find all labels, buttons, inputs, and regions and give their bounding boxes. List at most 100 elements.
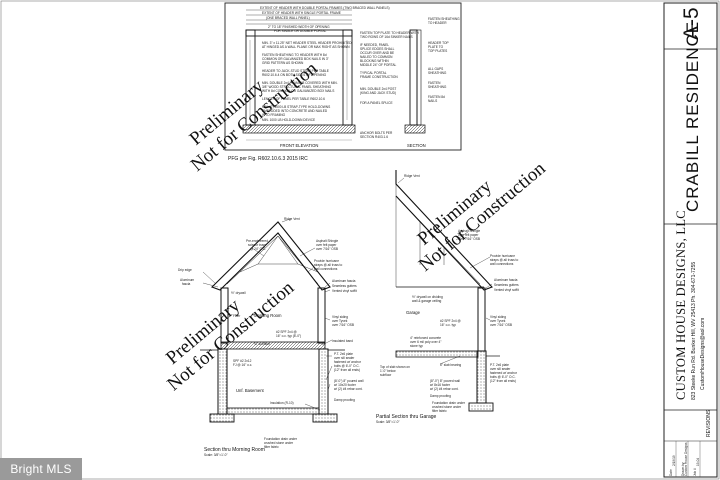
mr-shingles-2: over felt paper: [316, 243, 337, 247]
svg-text:MIN. DOUBLE 2x4 POST: MIN. DOUBLE 2x4 POST: [360, 87, 396, 91]
svg-text:FOR A PANEL SPLICE: FOR A PANEL SPLICE: [360, 101, 393, 105]
svg-text:straps @ all truss to: straps @ all truss to: [490, 258, 518, 262]
svg-text:Foundation drain under: Foundation drain under: [432, 401, 466, 405]
svg-text:16" o.c. typ: 16" o.c. typ: [440, 323, 456, 327]
svg-text:(KING AND JACK STUD): (KING AND JACK STUD): [360, 91, 396, 95]
svg-text:EXTENT OF HEADER WITH DOUBLE P: EXTENT OF HEADER WITH DOUBLE PORTAL FRAM…: [260, 6, 390, 10]
g-gutters: Seamless gutters: [494, 283, 519, 287]
project-title: CRABILL RESIDENCE: [683, 21, 702, 212]
mr-insulation: Insulation (R-10): [270, 401, 294, 405]
svg-text:NAILS: NAILS: [428, 99, 437, 103]
mr-damp: Damp proofing: [334, 398, 355, 402]
svg-text:(12" from all ends): (12" from all ends): [490, 379, 516, 383]
morning-room-scale: Scale: 3/8"=1'-0": [204, 453, 228, 457]
preliminary-stamp-right: Preliminary Not for Construction: [414, 158, 550, 276]
svg-text:R602.10.6.4 ON BOTH SIDES OF O: R602.10.6.4 ON BOTH SIDES OF OPENING: [262, 73, 327, 77]
svg-text:AT HINGED AS A WALL PLANE OR M: AT HINGED AS A WALL PLANE OR MAX RIGHT A…: [262, 45, 350, 49]
sheet-number: A-5: [680, 7, 703, 40]
revisions-label: REVISIONS: [706, 409, 712, 437]
svg-text:over sill sealer: over sill sealer: [490, 367, 511, 371]
svg-text:over sill sealer: over sill sealer: [334, 356, 355, 360]
front-elevation-label: FRONT ELEVATION: [280, 143, 318, 148]
svg-text:EMBEDDED INTO CONCRETE AND NAI: EMBEDDED INTO CONCRETE AND NAILED: [262, 109, 328, 113]
g-damp: Damp proofing: [430, 394, 451, 398]
svg-text:PLATE TO: PLATE TO: [428, 45, 444, 49]
svg-text:IF NEEDED, PANEL: IF NEEDED, PANEL: [360, 43, 389, 47]
svg-text:FRAME CONSTRUCTION: FRAME CONSTRUCTION: [360, 75, 398, 79]
section-label: SECTION: [407, 143, 426, 148]
svg-text:bolts @ 6'-0" O.C.: bolts @ 6'-0" O.C.: [334, 364, 360, 368]
mr-hurricane-2: straps @ all truss to: [314, 263, 342, 267]
svg-text:FASTEN TOP PLATE TO HEADER WIT: FASTEN TOP PLATE TO HEADER WITH: [360, 31, 420, 35]
garage-section: [395, 170, 500, 412]
mr-trusses-3: @ 24" O.C.: [250, 247, 266, 251]
svg-text:HEADER TOP: HEADER TOP: [428, 41, 449, 45]
svg-text:w/ (2) #4 rebar cont.: w/ (2) #4 rebar cont.: [334, 387, 363, 391]
portal-frame-detail: EXTENT OF HEADER WITH DOUBLE PORTAL FRAM…: [224, 2, 462, 151]
svg-text:MIN. 3" x 11.25" NET HEADER ST: MIN. 3" x 11.25" NET HEADER STEEL HEADER…: [262, 41, 352, 45]
mr-subfloor: ¾" subfloor: [254, 342, 271, 346]
g-fascia: Aluminum fascia: [494, 278, 518, 282]
svg-text:½" drywall on dividing: ½" drywall on dividing: [412, 295, 443, 299]
svg-text:WITH 8d COMMON OR GALVANIZED B: WITH 8d COMMON OR GALVANIZED BOX NAILS: [262, 89, 334, 93]
garage-scale: Scale: 3/8"=1'-0": [376, 420, 400, 424]
svg-text:LENGTH OF PANEL PER TABLE R602: LENGTH OF PANEL PER TABLE R602.10.6: [262, 97, 325, 101]
job-label: Job #: [693, 468, 697, 476]
mr-room: Morning Room: [254, 313, 282, 318]
svg-text:4" reinforced concrete: 4" reinforced concrete: [410, 336, 441, 340]
svg-text:MIN. 1000 LB HOLD-DOWN DEVICE: MIN. 1000 LB HOLD-DOWN DEVICE: [262, 118, 315, 122]
svg-text:TYPICAL PORTAL: TYPICAL PORTAL: [360, 71, 387, 75]
svg-text:Aluminum fascia: Aluminum fascia: [332, 279, 356, 283]
svg-text:FASTEN 8d: FASTEN 8d: [428, 95, 445, 99]
svg-text:2" TO 18" FINISHED WIDTH OF OP: 2" TO 18" FINISHED WIDTH OF OPENING: [268, 25, 330, 29]
svg-text:w/ 8x16 footer: w/ 8x16 footer: [430, 383, 451, 387]
svg-text:filter fabric: filter fabric: [264, 445, 279, 449]
mr-drywall: ½" drywall: [231, 291, 246, 295]
svg-text:(12" from all ends): (12" from all ends): [334, 368, 360, 372]
morning-room-annotations: Ridge Vent Pre-engineered scissor truss …: [178, 217, 364, 449]
svg-text:(8"-0") 8" poured wall: (8"-0") 8" poured wall: [430, 379, 460, 383]
svg-text:Seamless gutters: Seamless gutters: [332, 284, 357, 288]
svg-text:Vinyl siding: Vinyl siding: [332, 315, 348, 319]
svg-text:P.T. 2x6 plate: P.T. 2x6 plate: [490, 363, 509, 367]
svg-text:SHEATHING: SHEATHING: [428, 71, 447, 75]
svg-text:over Tyvek: over Tyvek: [490, 319, 506, 323]
svg-text:TOP PLATES: TOP PLATES: [428, 49, 447, 53]
svg-text:w/ (2) #4 rebar cont.: w/ (2) #4 rebar cont.: [430, 387, 459, 391]
mr-hurricane-3: wall connections: [314, 267, 338, 271]
svg-text:OCCUR OVER AND BE: OCCUR OVER AND BE: [360, 51, 394, 55]
svg-text:#2 SPF 2x4 @: #2 SPF 2x4 @: [440, 319, 461, 323]
firm-name: CUSTOM HOUSE DESIGNS, LLC: [674, 210, 688, 400]
date-value: 2/19/19: [672, 455, 676, 466]
svg-text:Provide hurricane: Provide hurricane: [490, 254, 515, 258]
svg-text:ANCHOR BOLTS PER: ANCHOR BOLTS PER: [360, 131, 393, 135]
garage-annotations: Ridge Vent Asphalt Shingle over felt pap…: [380, 174, 519, 413]
watermark: Bright MLS: [0, 458, 82, 480]
svg-text:EXTENT OF HEADER WITH SINGLE P: EXTENT OF HEADER WITH SINGLE PORTAL FRAM…: [262, 11, 341, 15]
svg-text:Fiber: Fiber: [233, 314, 241, 318]
svg-text:subfloor: subfloor: [380, 373, 392, 377]
g-soffit: Vented vinyl soffit: [494, 288, 519, 292]
svg-text:(ONE BRACED WALL PANEL): (ONE BRACED WALL PANEL): [266, 16, 310, 20]
svg-text:INTO FRAMING: INTO FRAMING: [262, 113, 286, 117]
elevation-caption: PFG per Fig. R602.10.6.3 2015 IRC: [228, 156, 308, 162]
date-label: Date: [669, 469, 673, 476]
svg-text:FOR SINGLE OR DOUBLE PORTAL: FOR SINGLE OR DOUBLE PORTAL: [274, 29, 327, 33]
svg-text:crushed stone under: crushed stone under: [264, 441, 294, 445]
mr-shingles-3: over 7/16" OSB: [316, 247, 338, 251]
svg-text:1'-0" below: 1'-0" below: [380, 369, 396, 373]
svg-text:Foundation drain under: Foundation drain under: [264, 437, 298, 441]
mr-trusses-2: scissor truss: [248, 243, 266, 247]
mr-insulated: Insulated band: [332, 339, 353, 343]
svg-text:stone typ: stone typ: [410, 344, 423, 348]
svg-text:FASTEN: FASTEN: [428, 81, 441, 85]
svg-text:(8'-0") 8" poured wall: (8'-0") 8" poured wall: [334, 379, 364, 383]
svg-text:Top of slab shown on: Top of slab shown on: [380, 365, 410, 369]
svg-text:TO HEADER: TO HEADER: [428, 21, 447, 25]
svg-text:BLOCKING WITHIN: BLOCKING WITHIN: [360, 59, 389, 63]
title-block: A-5 CRABILL RESIDENCE CUSTOM HOUSE DESIG…: [663, 2, 718, 478]
svg-text:3/8" WOOD STRUCTURAL PANEL SHE: 3/8" WOOD STRUCTURAL PANEL SHEATHING: [262, 85, 332, 89]
svg-text:SHEATHING: SHEATHING: [428, 85, 447, 89]
svg-text:fascia: fascia: [182, 282, 191, 286]
svg-text:filter fabric: filter fabric: [432, 409, 447, 413]
